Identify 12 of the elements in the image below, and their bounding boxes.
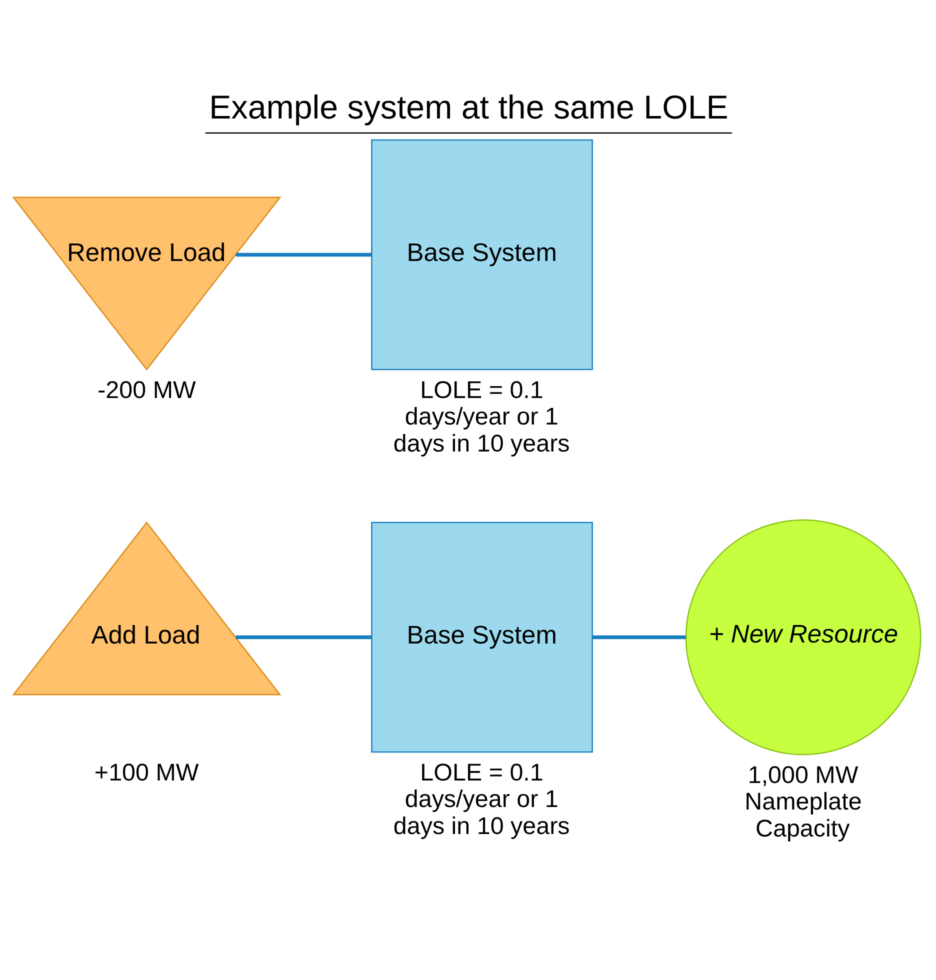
node-box: Base System [371, 522, 593, 753]
node-label: -200 MW [98, 376, 196, 404]
node-label: LOLE = 0.1 days/year or 1 days in 10 years [393, 759, 570, 840]
connector [592, 635, 686, 640]
connector [236, 635, 372, 640]
node-label: 1,000 MW Nameplate Capacity [744, 762, 862, 842]
node-label: +100 MW [94, 759, 199, 786]
connector [236, 252, 372, 257]
node-box: Base System [371, 139, 593, 370]
node-circle: + New Resource [685, 519, 922, 756]
node-label: LOLE = 0.1 days/year or 1 days in 10 years [393, 376, 570, 458]
diagram-title: Example system at the same LOLE [209, 90, 728, 127]
